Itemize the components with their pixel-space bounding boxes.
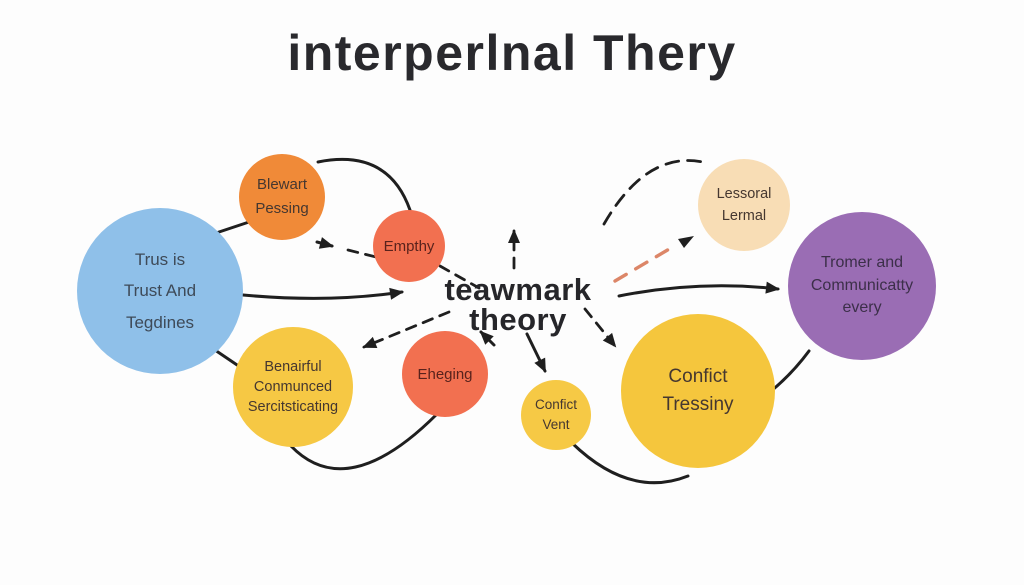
edge-center-to-tressiny-dashed-arrow [583, 307, 617, 348]
center-label-line1: teawmark [444, 272, 592, 307]
edge-center-to-tromer-arrow [617, 281, 780, 298]
edge-blewart-to-empthy-dashes [346, 248, 378, 259]
node-label-line: Conmunced [253, 378, 333, 395]
center-label: teawmark theory [444, 272, 592, 337]
edge-center-to-benairful-dashed-arrow [362, 310, 451, 349]
edge-orange-dashed-to-lessoral [613, 243, 678, 283]
node-benairful: Benairful Conmunced Sercitsticating [233, 327, 353, 447]
node-label-line: Benairful [264, 358, 322, 375]
node-label-line: Confict [668, 365, 728, 387]
edge-dashed-arc-to-lessoral [602, 159, 709, 226]
node-label-line: Lessoral [716, 185, 772, 202]
orange-edge-arrowhead [678, 236, 694, 248]
edge-trust-to-center-arrow [241, 287, 404, 300]
edge-eheging-to-center-arrow [479, 330, 496, 347]
node-label-line: every [842, 299, 882, 317]
edge-trust-to-blewart [214, 219, 254, 235]
node-label-line: Blewart [256, 176, 308, 193]
edge-tressiny-to-tromer-curve [768, 349, 811, 394]
node-confict-tressiny: Confict Tressiny [621, 314, 775, 468]
node-trust: Trus is Trust And Tegdines [77, 208, 243, 374]
edge-center-to-vent-arrow [525, 332, 547, 373]
node-label-line: Sercitsticating [247, 399, 339, 416]
node-empthy: Empthy [373, 210, 445, 282]
node-label-line: Pessing [255, 200, 309, 217]
node-label-line: Tromer and [820, 254, 904, 272]
node-label-line: Vent [542, 417, 570, 432]
edge-vent-to-tressiny-bottom-curve [570, 441, 690, 485]
node-confict-vent: Confict Vent [521, 380, 591, 450]
node-label-line: Confict [534, 396, 578, 412]
node-lessoral: Lessoral Lermal [698, 159, 790, 251]
center-label-line2: theory [469, 302, 567, 337]
node-label-line: Empthy [383, 237, 435, 255]
edge-empthy-to-center-dashed [438, 264, 481, 290]
node-label-line: Eheging [417, 365, 473, 383]
node-label-line: Lermal [721, 208, 767, 224]
node-label-line: Tressiny [662, 394, 734, 415]
edge-blewart-to-empthy-curve [316, 157, 412, 212]
node-eheging: Eheging [402, 331, 488, 417]
node-label-line: Communicatty [810, 276, 914, 294]
node-label-line: Tegdines [125, 312, 195, 332]
node-label-line: Trust And [123, 281, 197, 301]
node-label-line: Trus is [134, 249, 186, 269]
node-tromer: Tromer and Communicatty every [788, 212, 936, 360]
edge-benairful-to-eheging-bottom-curve [289, 412, 439, 471]
node-blewart: Blewart Pessing [239, 154, 325, 240]
edge-blewart-to-empthy-arrowhead [315, 237, 334, 249]
page-title: interperlnal Thery [287, 25, 737, 81]
